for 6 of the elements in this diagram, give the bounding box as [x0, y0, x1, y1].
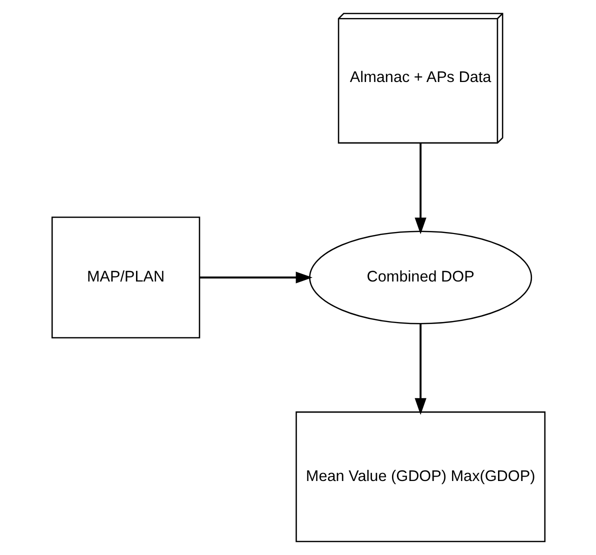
node-box: MAP/PLAN: [50, 216, 200, 338]
node-ellipse: Combined DOP: [308, 230, 532, 324]
arrow: [414, 143, 426, 234]
node-box: Mean Value (GDOP) Max(GDOP): [295, 411, 546, 542]
arrow: [199, 272, 312, 284]
arrow: [414, 324, 426, 415]
